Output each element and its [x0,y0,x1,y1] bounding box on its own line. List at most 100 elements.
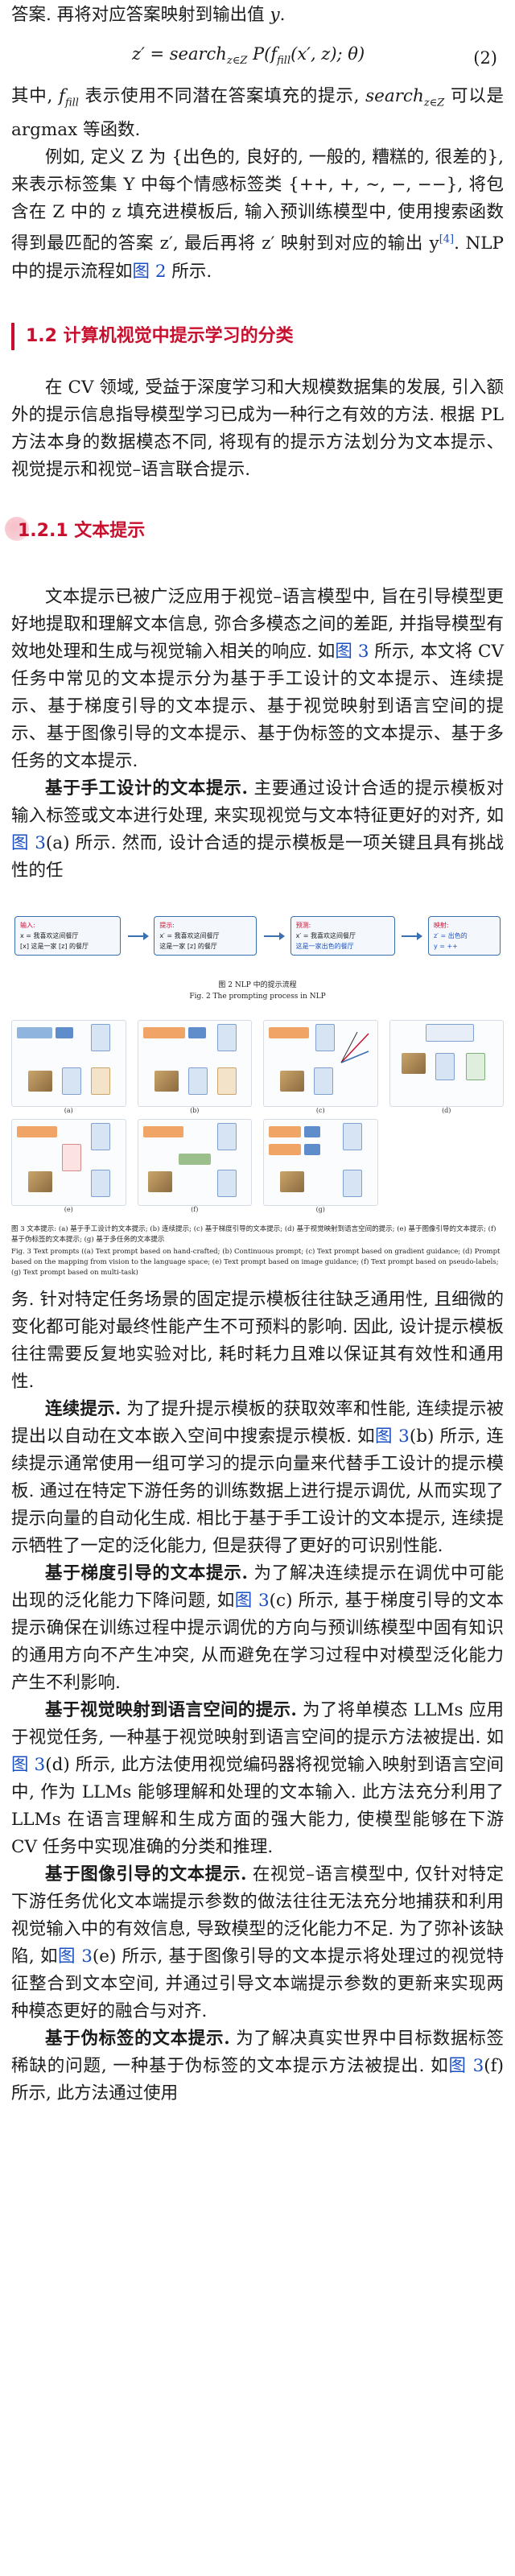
gradient-direction-icon [340,1031,369,1063]
para-text-prompt: 文本提示已被广泛应用于视觉–语言模型中, 旨在引导模型更好地提取和理解文本信息,… [11,584,504,775]
intro-text: 答案. 再将对应答案映射到输出值 [11,5,270,25]
figure-3-link[interactable]: 图 3 [11,832,46,853]
figure-3-link[interactable]: 图 3 [335,641,369,662]
ps-lead: 基于伪标签的文本提示. [45,2028,230,2049]
arrow-icon [263,931,285,940]
grad-t1: 为了解决连续提示在调优中可能出现的泛化能力下降问题, 如 [11,1563,504,1611]
image-encoder-icon [91,1169,110,1197]
learnable-token [269,1125,301,1137]
intro-suffix: . [279,5,286,25]
fig2-input-box: 输入: x = 我喜欢这间餐厅 [x] 这是一家 [z] 的餐厅 [14,916,121,956]
vm-t1: 为了将单模态 LLMs 应用于视觉任务, 一种基于视觉映射到语言空间的提示方法被… [11,1699,504,1748]
meta-net-icon [62,1143,81,1171]
text-encoder-icon [216,1122,237,1150]
panel-label: (e) [64,1205,73,1213]
class-token [56,1026,73,1038]
para-pseudo: 基于伪标签的文本提示. 为了解决真实世界中目标数据标签稀缺的问题, 一种基于伪标… [11,2025,504,2107]
text-encoder-icon [216,1023,237,1051]
fig2-map-label: 映射: [433,922,449,930]
learnable-token [17,1125,57,1137]
fig2-map-box: 映射: z′ = 出色的 y = ++ [427,916,501,956]
figure-2-caption-en: Fig. 2 The prompting process in NLP [189,992,326,1001]
where-ffill: ffill [58,86,79,109]
image-icon [147,1170,172,1192]
pseudo-label-token [178,1153,211,1165]
section-heading-text: 1.2.1 文本提示 [18,520,146,541]
fig3-panel-b-art [137,1019,252,1107]
equation-2: z′ = searchz∈Z P(ffill(x′, z); θ) (2) [11,29,504,83]
image-icon [154,1070,179,1092]
image-encoder-icon [62,1067,81,1095]
figure-2-caption-cn: 图 2 NLP 中的提示流程 [218,980,297,989]
image-encoder-icon [343,1169,362,1197]
grad-t2: (c) 所示, 基于梯度引导的文本提示确保在训练过程中提示调优的方向与预训练模型… [11,1590,505,1693]
learnable-token [269,1143,301,1155]
fig3-panel-d-art [389,1019,504,1107]
fig3-panel-e: (e) [11,1118,126,1213]
where-t2: 表示使用不同潜在答案填充的提示, [78,86,366,107]
fig3-panel-a: (a) [11,1019,126,1114]
para-image-guided: 基于图像引导的文本提示. 在视觉–语言模型中, 仅针对特定下游任务优化文本端提示… [11,1861,504,2025]
fig2-input-line2: [x] 这是一家 [z] 的餐厅 [20,943,89,951]
figure-2-flow: 输入: x = 我喜欢这间餐厅 [x] 这是一家 [z] 的餐厅 提示: x′ … [11,898,504,975]
image-icon [401,1052,426,1074]
fig3-panel-g: (g) [263,1118,378,1213]
grad-lead: 基于梯度引导的文本提示. [45,1563,248,1583]
fig3-panel-f: (f) [137,1118,252,1213]
figure-3-link[interactable]: 图 3 [448,2055,484,2076]
para-example: 例如, 定义 Z 为 {出色的, 良好的, 一般的, 糟糕的, 很差的}, 来表… [11,144,504,285]
intro-var: y [270,5,280,25]
fig3-panel-g-art [263,1118,378,1206]
figure-3-link[interactable]: 图 3 [375,1426,410,1447]
panel-label: (f) [191,1205,199,1213]
where-search: searchz∈Z [365,86,445,109]
fig3-panel-c-art [263,1019,378,1107]
projector-icon [465,1052,485,1080]
figure-3-link[interactable]: 图 3 [57,1946,93,1967]
panel-label: (c) [315,1106,325,1114]
fig2-input-line1: x = 我喜欢这间餐厅 [20,932,79,940]
para-vision-map: 基于视觉映射到语言空间的提示. 为了将单模态 LLMs 应用于视觉任务, 一种基… [11,1697,504,1861]
arrow-icon [127,931,149,940]
panel-label: (d) [442,1106,451,1114]
example-t2: . NLP 中的提示流程如 [11,233,504,282]
vm-t2: (d) 所示, 此方法使用视觉编码器将视觉输入映射到语言空间中, 作为 LLMs… [11,1754,504,1857]
figure-2-link[interactable]: 图 2 [132,261,167,282]
fig2-input-label: 输入: [20,922,35,930]
ig-t2: (e) 所示, 基于图像引导的文本提示将处理过的视觉特征整合到文本空间, 并通过… [11,1946,504,2021]
para-where: 其中, ffill 表示使用不同潜在答案填充的提示, searchz∈Z 可以是… [11,83,504,144]
citation-link[interactable]: [4] [439,233,455,246]
vision-encoder-icon [435,1052,455,1080]
ig-t1: 在视觉–语言模型中, 仅针对特定下游任务优化文本端提示参数的做法往往无法充分地捕… [11,1864,504,1967]
image-encoder-icon [187,1067,208,1095]
prompt-token [17,1026,52,1038]
where-t3: 可以是 argmax 等函数. [11,86,504,141]
equation-number: (2) [473,47,497,68]
figure-3-link[interactable]: 图 3 [11,1754,46,1775]
text-encoder-icon [91,1122,110,1150]
learnable-token [142,1026,185,1038]
image-icon [28,1170,52,1192]
where-t1: 其中, [11,86,59,107]
figure-3-panels: (a) (b) [11,1019,504,1213]
panel-label: (b) [190,1106,200,1114]
figure-2: 输入: x = 我喜欢这间餐厅 [x] 这是一家 [z] 的餐厅 提示: x′ … [11,898,504,1002]
fig2-prompt-label: 提示: [159,922,175,930]
para-handcrafted-b: 务. 针对特定任务场景的固定提示模板往往缺乏通用性, 且细微的变化都可能对最终性… [11,1289,504,1392]
image-icon [28,1070,52,1092]
example-t1: 例如, 定义 Z 为 {出色的, 良好的, 一般的, 糟糕的, 很差的}, 来表… [11,147,504,254]
figure-3-link[interactable]: 图 3 [234,1590,270,1611]
image-encoder-icon [216,1169,237,1197]
hc-t2: (a) 所示. 然而, 设计合适的提示模板是一项关键且具有挑战性的任 [11,832,504,881]
paper-page: 答案. 再将对应答案映射到输出值 y. z′ = searchz∈Z P(ffi… [0,2,515,2107]
fig3-panel-d: (d) [389,1019,504,1114]
image-encoder-icon [314,1067,333,1095]
class-token [304,1125,320,1137]
class-token [187,1026,206,1038]
text-encoder-icon [315,1023,335,1051]
tp-t1: 文本提示已被广泛应用于视觉–语言模型中, 旨在引导模型更好地提取和理解文本信息,… [11,586,504,662]
llm-icon [425,1023,474,1042]
para-cv: 在 CV 领域, 受益于深度学习和大规模数据集的发展, 引入额外的提示信息指导模… [11,377,504,480]
fig2-map-line1: z′ = 出色的 [433,932,468,940]
intro-line: 答案. 再将对应答案映射到输出值 y. [11,2,504,29]
